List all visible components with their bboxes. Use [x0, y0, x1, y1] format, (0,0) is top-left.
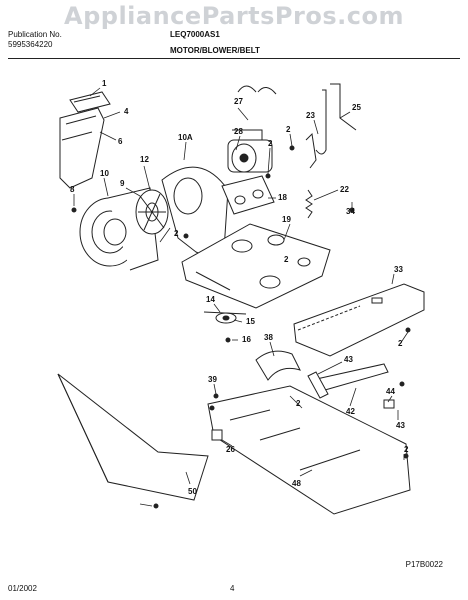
- callout-38: 38: [264, 333, 273, 342]
- callout-43: 43: [396, 421, 405, 430]
- callout-28: 28: [234, 127, 243, 136]
- part-base-plate: [181, 223, 331, 309]
- header-rule: [8, 58, 460, 59]
- callout-14: 14: [206, 295, 215, 304]
- callout-43: 43: [344, 355, 353, 364]
- callout-labels: 1 4 6 8 10 9 12 10A 2 27 28 2 2 18 22 34…: [70, 79, 409, 496]
- callout-2: 2: [286, 125, 291, 134]
- callout-34: 34: [346, 207, 355, 216]
- part-duct: [59, 107, 105, 189]
- part-motor: [227, 85, 277, 173]
- publication-label: Publication No.: [8, 30, 62, 39]
- callout-25: 25: [352, 103, 361, 112]
- part-support: [293, 283, 425, 357]
- part-motor-mount: [221, 175, 275, 215]
- callout-12: 12: [140, 155, 149, 164]
- callout-2: 2: [284, 255, 289, 264]
- callout-23: 23: [306, 111, 315, 120]
- callout-33: 33: [394, 265, 403, 274]
- publication-number: 5995364220: [8, 40, 53, 49]
- page-number: 4: [230, 584, 235, 593]
- part-base: [207, 385, 411, 515]
- callout-2: 2: [174, 229, 179, 238]
- callout-27: 27: [234, 97, 243, 106]
- callout-18: 18: [278, 193, 287, 202]
- callout-15: 15: [246, 317, 255, 326]
- section-title: MOTOR/BLOWER/BELT: [170, 46, 260, 55]
- leader-lines: [73, 87, 409, 507]
- callout-4: 4: [124, 107, 129, 116]
- callout-2: 2: [296, 399, 301, 408]
- part-rail: [307, 363, 389, 399]
- callout-2: 2: [268, 139, 273, 148]
- callout-9: 9: [120, 179, 125, 188]
- callout-6: 6: [118, 137, 123, 146]
- callout-2: 2: [404, 445, 409, 454]
- callout-39: 39: [208, 375, 217, 384]
- part-blower-wheel: [135, 189, 169, 235]
- exploded-parts-diagram: 1 4 6 8 10 9 12 10A 2 27 28 2 2 18 22 34…: [57, 79, 425, 515]
- part-front-panel: [57, 373, 209, 501]
- callout-2: 2: [398, 339, 403, 348]
- callout-1: 1: [102, 79, 107, 88]
- callout-10: 10: [100, 169, 109, 178]
- watermark: AppliancePartsPros.com: [64, 2, 404, 30]
- part-duct-elbow: [255, 350, 301, 381]
- callout-8: 8: [70, 185, 75, 194]
- callout-10A: 10A: [178, 133, 193, 142]
- revision-date: 01/2002: [8, 584, 37, 593]
- part-pulley: [203, 311, 247, 324]
- callout-26: 26: [226, 445, 235, 454]
- callout-16: 16: [242, 335, 251, 344]
- callout-50: 50: [188, 487, 197, 496]
- part-spring: [305, 189, 313, 219]
- model-number: LEQ7000AS1: [170, 30, 220, 39]
- part-bracket: [69, 91, 111, 113]
- diagram-code: P17B0022: [405, 560, 443, 569]
- callout-22: 22: [340, 185, 349, 194]
- callout-44: 44: [386, 387, 395, 396]
- callout-19: 19: [282, 215, 291, 224]
- part-idler-arm: [305, 83, 357, 169]
- callout-48: 48: [292, 479, 301, 488]
- callout-42: 42: [346, 407, 355, 416]
